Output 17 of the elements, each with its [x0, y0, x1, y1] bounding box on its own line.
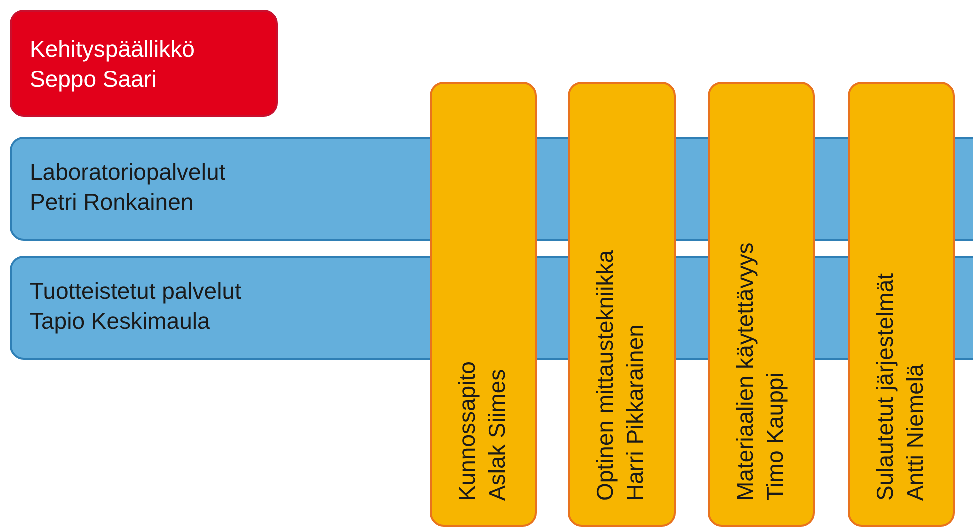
title-box [10, 10, 278, 117]
unit-column [848, 82, 955, 527]
unit-title: Sulautetut järjestelmät [871, 272, 899, 501]
unit-column [708, 82, 815, 527]
unit-title: Kunnossapito [453, 360, 481, 501]
unit-title: Laboratoriopalvelut [30, 158, 227, 187]
person-name: Aslak Siimes [483, 368, 511, 501]
unit-title: Materiaalien käytettävyys [731, 242, 759, 501]
unit-column [568, 82, 676, 527]
unit-title: Kehityspäällikkö [30, 35, 196, 64]
unit-column [430, 82, 537, 527]
person-name: Timo Kauppi [761, 372, 789, 501]
unit-title: Optinen mittaustekniikka [591, 249, 619, 501]
person-name: Harri Pikkarainen [621, 324, 649, 501]
person-name: Antti Niemelä [901, 363, 929, 501]
person-name: Seppo Saari [30, 65, 158, 94]
person-name: Petri Ronkainen [30, 188, 195, 217]
